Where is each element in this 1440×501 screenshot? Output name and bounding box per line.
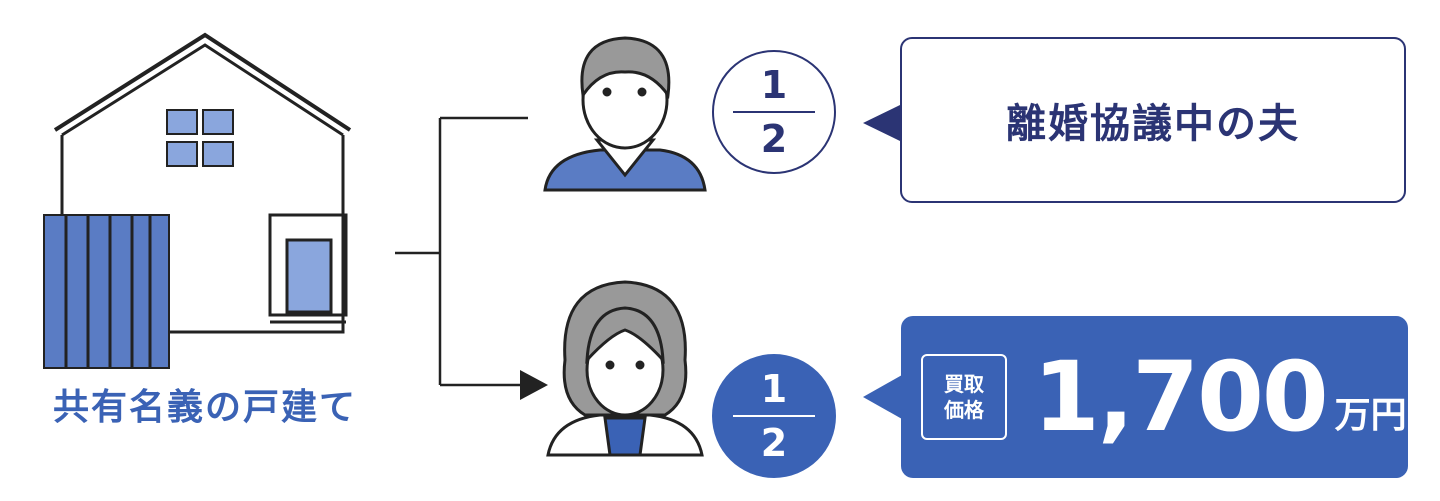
purchase-price-box: 買取 価格 1,700 万円 [901, 316, 1408, 478]
arrow-head-icon [520, 370, 548, 400]
tag-line: 価格 [944, 398, 984, 422]
share-denominator: 2 [760, 421, 788, 465]
house-icon [43, 32, 352, 369]
share-denominator: 2 [760, 117, 788, 161]
price-value: 1,700 [1033, 341, 1329, 453]
price-unit: 万円 [1334, 395, 1407, 436]
husband-share-badge: 1 2 [712, 50, 836, 174]
purchase-price-tag: 買取 価格 [921, 354, 1007, 440]
share-numerator: 1 [760, 63, 788, 107]
husband-description: 離婚協議中の夫 [900, 37, 1406, 203]
fraction-bar [733, 415, 815, 417]
husband-avatar [543, 36, 707, 192]
wife-share-badge: 1 2 [712, 354, 836, 478]
share-numerator: 1 [760, 367, 788, 411]
wife-avatar [546, 280, 704, 457]
fraction-bar [733, 111, 815, 113]
tag-line: 買取 [944, 372, 984, 396]
pointer-icon [863, 375, 902, 419]
house-label: 共有名義の戸建て [52, 387, 357, 428]
pointer-icon [863, 105, 900, 141]
connector-lines [395, 116, 528, 387]
